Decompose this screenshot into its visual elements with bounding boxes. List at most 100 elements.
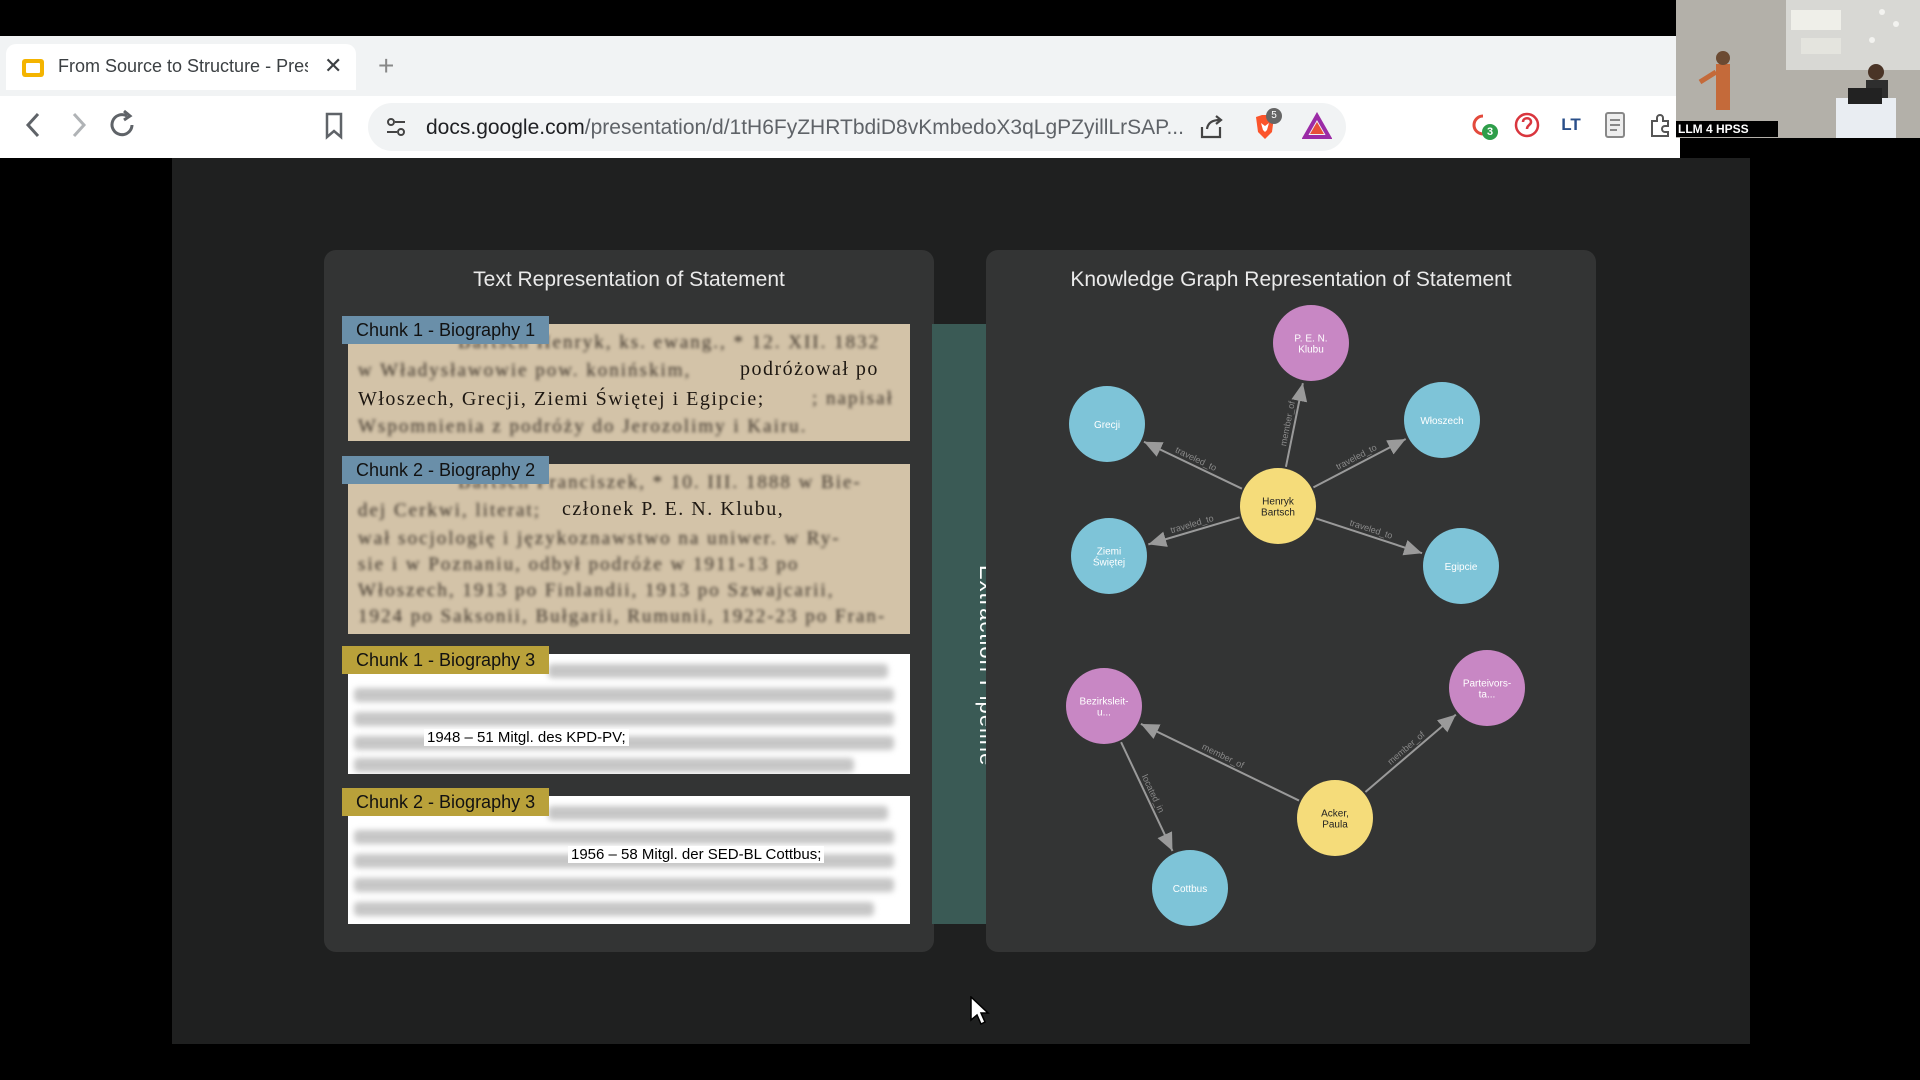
extensions-icon[interactable] — [1646, 110, 1676, 140]
node-circle — [1152, 850, 1228, 926]
address-bar[interactable]: docs.google.com/presentation/d/1tH6FyZHR… — [368, 103, 1346, 151]
node-circle — [1449, 650, 1525, 726]
blurred-line — [354, 830, 894, 844]
node-label: Paula — [1322, 820, 1348, 831]
blurred-line: wał socjologię i językoznawstwo na uniwe… — [358, 528, 841, 548]
node-circle — [1066, 668, 1142, 744]
tab-active[interactable]: From Source to Structure - Pres ✕ — [6, 44, 356, 90]
blurred-line: sie i w Poznaniu, odbył podróże w 1911-1… — [358, 554, 800, 574]
forward-icon[interactable] — [66, 108, 90, 150]
blurred-line — [354, 688, 894, 702]
visible-text: 1956 – 58 Mitgl. der SED-BL Cottbus; — [568, 846, 825, 863]
graph-edge — [1143, 440, 1243, 490]
node-label: Parteivors- — [1463, 679, 1511, 690]
visible-text: członek P. E. N. Klubu, — [562, 498, 785, 520]
share-icon[interactable] — [1198, 113, 1226, 146]
back-icon[interactable] — [22, 108, 46, 150]
node-circle — [1069, 386, 1145, 462]
graph-node-pen: P. E. N.Klubu — [1273, 305, 1349, 381]
graph-panel-title: Knowledge Graph Representation of Statem… — [1070, 268, 1512, 291]
blurred-line: w Władysławowie pow. konińskim, — [358, 360, 692, 380]
extension-badge: 3 — [1482, 124, 1498, 140]
node-label: P. E. N. — [1294, 334, 1327, 345]
visible-text: 1948 – 51 Mitgl. des KPD-PV; — [424, 729, 629, 746]
node-circle — [1273, 305, 1349, 381]
node-label: Świętej — [1093, 556, 1125, 569]
graph-node-cottbus: Cottbus — [1152, 850, 1228, 926]
node-circle — [1423, 528, 1499, 604]
blurred-line: ; napisał — [812, 388, 894, 408]
languagetool-icon[interactable]: LT — [1561, 115, 1581, 134]
edge-label: member_of — [1386, 729, 1427, 767]
blurred-line — [354, 878, 894, 892]
tab-close-icon[interactable]: ✕ — [324, 53, 343, 78]
visible-text: Włoszech, Grecji, Ziemi Świętej i Egipci… — [358, 388, 765, 410]
browser-toolbar: docs.google.com/presentation/d/1tH6FyZHR… — [0, 96, 1680, 159]
graph-node-wloszech: Włoszech — [1404, 382, 1480, 458]
chunk-label: Chunk 1 - Biography 3 — [342, 646, 550, 674]
blurred-line: Włoszech, 1913 po Finlandii, 1913 po Szw… — [358, 580, 835, 600]
graph-node-bezirk: Bezirksleit-u... — [1066, 668, 1142, 744]
url-path: /presentation/d/1tH6FyZHRTbdiD8vKmbedoX3… — [584, 116, 1184, 139]
graph-edge — [1315, 517, 1423, 556]
url-text[interactable]: docs.google.com/presentation/d/1tH6FyZHR… — [426, 116, 1184, 140]
blurred-line: Bartsch Henryk, ks. ewang., * 12. XII. 1… — [458, 332, 881, 352]
chunk-label: Chunk 2 - Biography 2 — [342, 456, 550, 484]
graph-node-egipcie: Egipcie — [1423, 528, 1499, 604]
webcam-label: LLM 4 HPSS — [1676, 121, 1778, 137]
chunk-image-2: Bartsch Franciszek, * 10. III. 1888 w Bi… — [348, 464, 910, 634]
graph-edge — [1148, 516, 1240, 547]
brave-shield-icon[interactable]: 5 — [1250, 108, 1282, 147]
webcam-video — [1676, 0, 1920, 138]
node-circle — [1404, 382, 1480, 458]
blurred-line: Bartsch Franciszek, * 10. III. 1888 w Bi… — [458, 472, 862, 492]
node-circle — [1297, 780, 1373, 856]
new-tab-button[interactable]: + — [378, 50, 395, 81]
blurred-line — [354, 902, 874, 916]
chunk-label: Chunk 1 - Biography 1 — [342, 316, 550, 344]
graph-edge — [1120, 741, 1174, 852]
graph-edge — [1140, 722, 1300, 802]
blurred-line — [354, 712, 894, 726]
blurred-line — [548, 806, 888, 820]
node-label: Bezirksleit- — [1080, 697, 1129, 708]
chunk-image-4: 1956 – 58 Mitgl. der SED-BL Cottbus; — [348, 796, 910, 924]
brave-rewards-icon[interactable] — [1301, 111, 1333, 147]
node-label: Henryk — [1262, 497, 1295, 508]
text-panel-title: Text Representation of Statement — [473, 268, 785, 291]
site-settings-icon[interactable] — [384, 115, 408, 144]
graph-node-acker: Acker,Paula — [1297, 780, 1373, 856]
chunk-label: Chunk 2 - Biography 3 — [342, 788, 550, 816]
node-label: Włoszech — [1420, 416, 1463, 427]
window-top-bar — [0, 0, 1680, 36]
node-label: Grecji — [1094, 420, 1120, 431]
blurred-line: dej Cerkwi, literat; — [358, 500, 541, 520]
node-label: Bartsch — [1261, 508, 1295, 519]
graph-edge — [1312, 438, 1407, 489]
graph-node-grecji: Grecji — [1069, 386, 1145, 462]
text-panel: Text Representation of Statement Bartsch… — [324, 250, 934, 952]
chunk-image-3: 1948 – 51 Mitgl. des KPD-PV; — [348, 654, 910, 774]
visible-text: podróżował po — [740, 358, 879, 380]
bookmark-icon[interactable] — [322, 108, 346, 150]
url-domain: docs.google.com — [426, 116, 585, 139]
document-extension-icon[interactable] — [1600, 110, 1630, 140]
grammar-extension-icon[interactable]: 3 — [1468, 110, 1498, 140]
blurred-line: 1924 po Saksonii, Bułgarii, Rumunii, 192… — [358, 606, 887, 626]
slides-favicon-icon — [22, 59, 44, 77]
graph-edge — [1364, 713, 1457, 793]
graph-node-partei: Parteivors-ta... — [1449, 650, 1525, 726]
node-label: Acker, — [1321, 809, 1349, 820]
node-label: u... — [1097, 708, 1111, 719]
reload-icon[interactable] — [108, 108, 138, 150]
node-label: ta... — [1479, 690, 1496, 701]
blurred-line — [548, 664, 888, 678]
help-extension-icon[interactable] — [1512, 110, 1542, 140]
node-label: Ziemi — [1097, 547, 1121, 558]
mouse-cursor-icon — [970, 995, 990, 1031]
graph-edge — [1284, 382, 1308, 467]
node-label: Klubu — [1298, 345, 1324, 356]
tab-title: From Source to Structure - Pres — [58, 56, 308, 76]
